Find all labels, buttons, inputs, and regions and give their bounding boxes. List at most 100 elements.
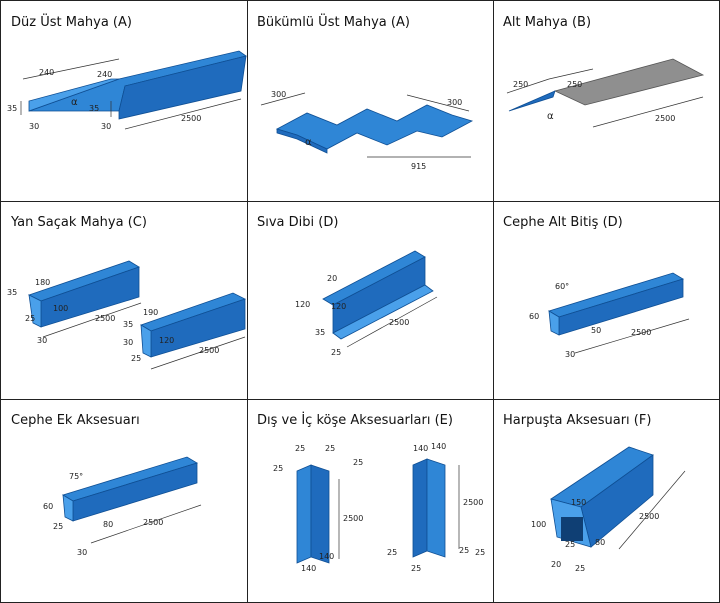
panel-title: Harpuşta Aksesuarı (F)	[503, 413, 652, 428]
dimension-label: 140	[301, 564, 316, 573]
profile-end	[548, 310, 560, 336]
dimension-line	[260, 92, 306, 106]
dimension-label: 120	[159, 336, 174, 345]
inner-corner-left	[412, 458, 428, 558]
profile-lip	[28, 78, 120, 112]
dimension-label: 140	[431, 442, 446, 451]
dimension-label: 20	[327, 274, 337, 283]
dimension-label: 250	[513, 80, 528, 89]
inner-corner-right	[426, 458, 446, 558]
dimension-label: 30	[37, 336, 47, 345]
dimension-label: 190	[143, 308, 158, 317]
panel-title: Alt Mahya (B)	[503, 15, 592, 30]
outer-corner-left	[296, 464, 312, 564]
dimension-label: 35	[7, 288, 17, 297]
dimension-label: 25	[575, 564, 585, 573]
outer-corner-right	[310, 464, 330, 564]
profile-end	[62, 494, 74, 522]
dimension-label: 120	[295, 300, 310, 309]
profile-b-end	[140, 324, 152, 358]
dimension-label: 240	[97, 70, 112, 79]
profile-side-face	[276, 128, 328, 154]
profile-drawing: 240 240 35 30 α 35 30 2500	[7, 50, 247, 131]
dimension-line	[22, 68, 72, 80]
dimension-line	[618, 470, 686, 550]
dimension-label: 120	[331, 302, 346, 311]
dimension-label: 25	[53, 522, 63, 531]
profile-bottom-flange	[332, 284, 434, 340]
dimension-label: 60°	[555, 282, 569, 291]
dimension-label: 30	[101, 122, 111, 131]
panel-dis-ic-kose: Dış ve İç köşe Aksesuarları (E) 25 25 25…	[247, 399, 493, 602]
dimension-label: 30	[123, 338, 133, 347]
profile-drawing: 35 180 100 25 30 2500 35 190 30 120 25 2…	[7, 260, 247, 370]
dimension-label: 2500	[631, 328, 651, 337]
grid-divider	[493, 1, 494, 602]
dimension-label: 60	[43, 502, 53, 511]
panel-harpusta: Harpuşta Aksesuarı (F) 150 2500 100 25 8…	[493, 399, 719, 602]
dimension-label: 25	[331, 348, 341, 357]
dimension-label: 30	[565, 350, 575, 359]
dimension-label: 2500	[463, 498, 483, 507]
profile-top-face	[553, 58, 705, 106]
dimension-label: 250	[567, 80, 582, 89]
dimension-label: 50	[591, 326, 601, 335]
panel-bukumlu-ust-mahya: Bükümlü Üst Mahya (A) 300 300 α 915	[247, 1, 493, 201]
dimension-label: 75°	[69, 472, 83, 481]
dimension-label: 100	[531, 520, 546, 529]
grid-divider	[247, 1, 248, 602]
profile-drawing: 25 25 25 25 2500 140 140 140 140 2500 25…	[273, 442, 485, 573]
dimension-label: 30	[77, 548, 87, 557]
profile-drawing: 250 250 α 2500	[506, 58, 705, 128]
dimension-label: 25	[325, 444, 335, 453]
panel-duz-ust-mahya: Düz Üst Mahya (A) 240 240 35 30 α 35 30 …	[1, 1, 247, 201]
dimension-label: 25	[475, 548, 485, 557]
profile-drawing: 75° 60 25 80 2500 30	[43, 456, 202, 557]
dimension-label: 300	[271, 90, 286, 99]
profile-a-end	[28, 294, 42, 328]
profile-opening	[561, 517, 583, 541]
profile-drawing: 20 120 120 35 25 2500	[295, 250, 438, 357]
dimension-label: 20	[551, 560, 561, 569]
panel-cephe-alt-bitis: Cephe Alt Bitiş (D) 60° 60 50 2500 30	[493, 201, 719, 399]
dimension-line	[42, 302, 142, 338]
dimension-label: 25	[25, 314, 35, 323]
dimension-line	[90, 504, 202, 544]
dimension-label: 2500	[181, 114, 201, 123]
dimension-label: 2500	[95, 314, 115, 323]
dimension-line	[548, 68, 594, 80]
dimension-line	[124, 98, 242, 130]
dimension-label: 2500	[143, 518, 163, 527]
dimension-label: 180	[35, 278, 50, 287]
profile-lip	[508, 90, 556, 112]
dimension-label: 35	[7, 104, 17, 113]
dimension-line	[70, 58, 120, 70]
dimension-label: 2500	[655, 114, 675, 123]
panel-cephe-ek-aksesuari: Cephe Ek Aksesuarı 75° 60 25 80 2500 30	[1, 399, 247, 602]
dimension-label: 100	[53, 304, 68, 313]
angle-label: α	[547, 111, 554, 122]
panel-title: Cephe Alt Bitiş (D)	[503, 215, 623, 230]
dimension-label: 80	[103, 520, 113, 529]
dimension-label: 300	[447, 98, 462, 107]
dimension-label: 35	[89, 104, 99, 113]
dimension-line	[574, 318, 690, 354]
dimension-line	[406, 94, 470, 112]
dimension-label: 2500	[199, 346, 219, 355]
dimension-label: 25	[353, 458, 363, 467]
panel-title: Düz Üst Mahya (A)	[11, 15, 132, 30]
dimension-label: 60	[529, 312, 539, 321]
dimension-label: 25	[387, 548, 397, 557]
dimension-label: 2500	[389, 318, 409, 327]
dimension-label: 240	[39, 68, 54, 77]
angle-label: α	[305, 137, 312, 148]
dimension-line	[506, 78, 550, 94]
dimension-label: 35	[123, 320, 133, 329]
panel-siva-dibi: Sıva Dibi (D) 20 120 120 35 25 2500	[247, 201, 493, 399]
grid-divider	[1, 201, 719, 202]
panel-yan-sacak-mahya: Yan Saçak Mahya (C) 35 180 100 25 30 250…	[1, 201, 247, 399]
dimension-line	[346, 296, 438, 348]
dimension-label: 35	[315, 328, 325, 337]
dimension-label: 140	[319, 552, 334, 561]
dimension-line	[150, 336, 246, 370]
